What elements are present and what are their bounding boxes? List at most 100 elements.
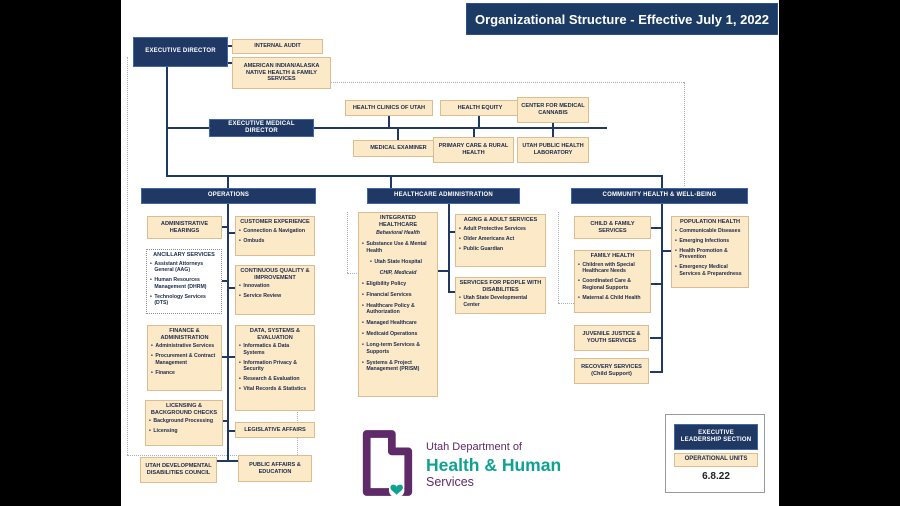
logo-line-3: Services xyxy=(426,474,474,489)
connector-line xyxy=(390,175,392,189)
connector-line xyxy=(314,127,607,129)
connector-line xyxy=(650,337,662,339)
box-american-indian-alaska-native: AMERICAN INDIAN/ALASKA NATIVE HEALTH & F… xyxy=(232,57,331,89)
box-title: UTAH DEVELOPMENTAL DISABILITIES COUNCIL xyxy=(145,463,212,476)
connector-line xyxy=(448,204,450,293)
box-customer-experience: CUSTOMER EXPERIENCE •Connection & Naviga… xyxy=(235,216,315,256)
box-title: JUVENILE JUSTICE & YOUTH SERVICES xyxy=(582,331,641,344)
box-title: ANCILLARY SERVICES xyxy=(153,252,215,258)
legend-label: OPERATIONAL UNITS xyxy=(684,456,748,463)
box-utah-developmental-disabilities-council: UTAH DEVELOPMENTAL DISABILITIES COUNCIL xyxy=(140,457,217,483)
box-title: AMERICAN INDIAN/ALASKA NATIVE HEALTH & F… xyxy=(243,62,320,83)
box-title: DATA, SYSTEMS & EVALUATION xyxy=(249,328,301,341)
legend-operational-units: OPERATIONAL UNITS xyxy=(674,453,758,467)
header-operations: OPERATIONS xyxy=(141,188,316,204)
box-licensing-background-checks: LICENSING & BACKGROUND CHECKS •Backgroun… xyxy=(145,400,223,446)
dashed-line xyxy=(684,82,685,186)
box-title: FAMILY HEALTH xyxy=(590,253,635,259)
connector-line xyxy=(388,115,390,128)
utah-state-icon xyxy=(362,430,413,498)
box-aging-adult-services: AGING & ADULT SERVICES •Adult Protective… xyxy=(455,214,546,267)
heart-icon xyxy=(390,484,403,495)
legend-executive-leadership: EXECUTIVE LEADERSHIP SECTION xyxy=(674,424,758,450)
box-integrated-healthcare: INTEGRATED HEALTHCARE Behavioral Health•… xyxy=(358,212,438,397)
box-title: ADMINISTRATIVE HEARINGS xyxy=(160,220,209,234)
box-title: COMMUNITY HEALTH & WELL-BEING xyxy=(602,192,717,199)
box-services-for-people-with-disabilities: SERVICES FOR PEOPLE WITH DISABILITIES •U… xyxy=(455,277,546,314)
connector-line xyxy=(216,460,228,462)
connector-line xyxy=(166,175,663,177)
box-title: RECOVERY SERVICES xyxy=(581,364,642,371)
connector-line xyxy=(227,430,236,432)
header-healthcare-administration: HEALTHCARE ADMINISTRATION xyxy=(367,188,520,204)
box-title: PUBLIC AFFAIRS & EDUCATION xyxy=(249,461,301,475)
box-title: FINANCE & ADMINISTRATION xyxy=(160,328,209,341)
connector-line xyxy=(650,371,663,373)
logo-line-1: Utah Department of xyxy=(426,441,522,453)
box-data-systems-evaluation: DATA, SYSTEMS & EVALUATION •Informatics … xyxy=(235,325,315,411)
box-juvenile-justice-youth-services: JUVENILE JUSTICE & YOUTH SERVICES xyxy=(574,325,649,351)
box-items: Behavioral Health•Substance Use & Mental… xyxy=(362,230,427,373)
box-primary-care-rural-health: PRIMARY CARE & RURAL HEALTH xyxy=(433,137,514,163)
connector-line xyxy=(661,204,663,373)
box-public-affairs-education: PUBLIC AFFAIRS & EDUCATION xyxy=(238,455,312,482)
dashed-line xyxy=(283,82,684,83)
logo-line-2: Health & Human xyxy=(426,454,562,475)
dashed-line xyxy=(558,212,559,303)
box-items: •Informatics & Data Systems•Information … xyxy=(239,343,307,393)
box-title: POPULATION HEALTH xyxy=(679,219,741,225)
box-items: •Utah State Developmental Center xyxy=(459,295,528,308)
connector-line xyxy=(650,283,662,285)
connector-line xyxy=(552,121,554,128)
connector-line xyxy=(552,128,554,138)
connector-line xyxy=(166,67,168,177)
box-population-health: POPULATION HEALTH •Communicable Diseases… xyxy=(671,216,749,288)
dashed-line xyxy=(347,273,359,274)
connector-line xyxy=(227,287,236,289)
connector-line xyxy=(227,356,236,358)
box-administrative-hearings: ADMINISTRATIVE HEARINGS xyxy=(147,216,222,239)
box-title: HEALTH EQUITY xyxy=(457,104,503,111)
title-banner: Organizational Structure - Effective Jul… xyxy=(466,3,778,35)
connector-line xyxy=(226,62,234,64)
box-executive-director: EXECUTIVE DIRECTOR xyxy=(133,37,228,67)
connector-line xyxy=(166,127,210,129)
box-recovery-services: RECOVERY SERVICES (Child Support) xyxy=(574,358,649,384)
box-items: •Administrative Services•Procurement & C… xyxy=(151,343,216,376)
dashed-line xyxy=(127,57,128,455)
legend-date: 6.8.22 xyxy=(702,471,730,482)
box-title: MEDICAL EXAMINER xyxy=(370,145,427,152)
box-ancillary-services: ANCILLARY SERVICES •Assistant Attorneys … xyxy=(146,249,222,314)
connector-line xyxy=(448,231,456,233)
box-health-clinics-of-utah: HEALTH CLINICS OF UTAH xyxy=(345,100,433,116)
box-items: •Background Processing•Licensing xyxy=(149,418,213,435)
box-items: •Assistant Attorneys General (AAG)•Human… xyxy=(150,260,207,307)
connector-line xyxy=(221,356,228,358)
connector-line xyxy=(227,175,229,189)
box-title: EXECUTIVE MEDICAL DIRECTOR xyxy=(228,120,295,134)
box-health-equity: HEALTH EQUITY xyxy=(440,100,520,116)
box-medical-examiner: MEDICAL EXAMINER xyxy=(353,140,444,157)
connector-line xyxy=(220,280,228,282)
box-title: HEALTH CLINICS OF UTAH xyxy=(352,104,426,111)
box-continuous-quality-improvement: CONTINUOUS QUALITY & IMPROVEMENT •Innova… xyxy=(235,265,315,315)
connector-line xyxy=(437,270,449,272)
connector-line xyxy=(397,128,399,141)
box-title: LEGISLATIVE AFFAIRS xyxy=(244,426,306,433)
legend-box: EXECUTIVE LEADERSHIP SECTION OPERATIONAL… xyxy=(665,414,765,493)
box-title: CUSTOMER EXPERIENCE xyxy=(240,219,310,225)
connector-line xyxy=(227,460,239,462)
utah-dhhs-logo: Utah Department of Health & Human Servic… xyxy=(358,428,618,500)
box-legislative-affairs: LEGISLATIVE AFFAIRS xyxy=(235,422,315,438)
connector-line xyxy=(221,226,228,228)
connector-line xyxy=(220,420,228,422)
connector-line xyxy=(448,291,456,293)
connector-line xyxy=(226,45,234,47)
box-internal-audit: INTERNAL AUDIT xyxy=(232,39,323,54)
box-title: PRIMARY CARE & RURAL HEALTH xyxy=(438,143,509,156)
box-subtitle: (Child Support) xyxy=(591,371,632,377)
box-title: OPERATIONS xyxy=(207,192,250,199)
box-title: LICENSING & BACKGROUND CHECKS xyxy=(150,403,218,416)
box-title: CHILD & FAMILY SERVICES xyxy=(590,220,635,234)
